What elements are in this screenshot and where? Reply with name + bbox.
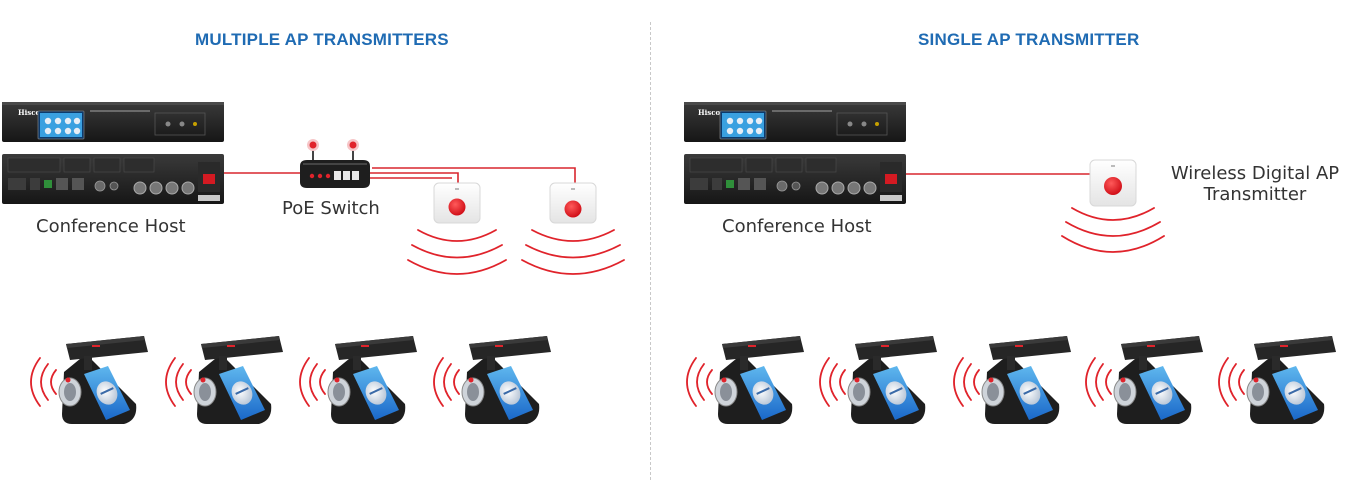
right-conference-host: Hisco [684, 102, 906, 204]
left-microphone-4 [433, 336, 551, 424]
left-ap-transmitter-1 [433, 182, 481, 224]
ap-transmitter-label: Wireless Digital AP Transmitter [1160, 163, 1350, 205]
left-panel-title: MULTIPLE AP TRANSMITTERS [195, 30, 449, 49]
right-host-label: Conference Host [722, 216, 872, 237]
left-cables [224, 167, 576, 186]
ap-transmitter-label-line1: Wireless Digital AP [1170, 163, 1340, 184]
panel-divider [650, 22, 651, 480]
right-microphone-1 [686, 336, 804, 424]
right-microphone-5 [1218, 336, 1336, 424]
right-host-brand: Hisco [698, 108, 720, 117]
right-ap-transmitter [1089, 159, 1137, 207]
left-microphone-3 [299, 336, 417, 424]
right-microphone-3 [953, 336, 1071, 424]
left-microphone-2 [165, 336, 283, 424]
left-conference-host: Hisco [2, 102, 224, 204]
ap-transmitter-label-line2: Transmitter [1203, 184, 1307, 205]
right-ap-waves [1061, 207, 1165, 253]
microphone-units [30, 336, 1336, 424]
poe-switch-label: PoE Switch [282, 198, 380, 219]
poe-switch [300, 139, 370, 188]
left-host-brand: Hisco [18, 108, 40, 117]
right-microphone-4 [1085, 336, 1203, 424]
left-ap-waves [407, 229, 625, 275]
left-microphone-1 [30, 336, 148, 424]
left-host-label: Conference Host [36, 216, 186, 237]
right-microphone-2 [819, 336, 937, 424]
left-ap-transmitter-2 [549, 182, 597, 224]
right-panel-title: SINGLE AP TRANSMITTER [918, 30, 1140, 49]
